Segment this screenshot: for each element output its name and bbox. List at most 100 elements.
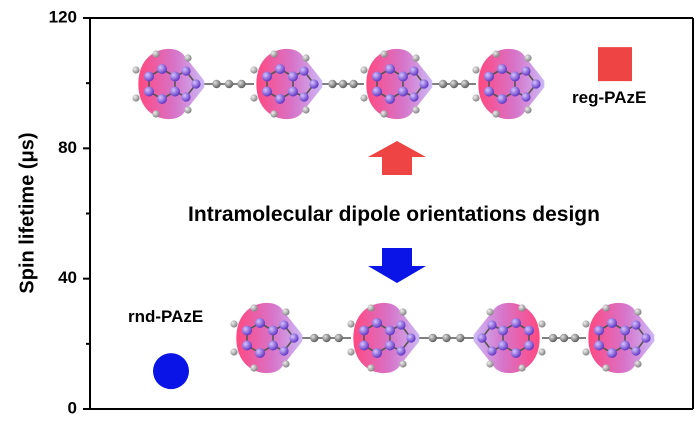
atom bbox=[267, 325, 278, 336]
atom bbox=[397, 86, 408, 97]
atom bbox=[399, 360, 407, 368]
dipole-lobe bbox=[236, 302, 303, 374]
dipole-lobe bbox=[256, 48, 323, 120]
atom bbox=[631, 320, 641, 330]
atom bbox=[518, 364, 526, 372]
atom bbox=[250, 94, 258, 102]
center-annotation: Intramolecular dipole orientations desig… bbox=[188, 203, 600, 226]
atom bbox=[191, 79, 201, 89]
atom bbox=[594, 325, 605, 336]
atom bbox=[634, 360, 642, 368]
atom bbox=[255, 318, 265, 328]
atom bbox=[309, 79, 319, 89]
atom bbox=[132, 94, 140, 102]
atom bbox=[406, 333, 416, 343]
atom bbox=[497, 94, 507, 104]
atom bbox=[477, 333, 487, 343]
atom bbox=[287, 71, 298, 82]
atom bbox=[428, 333, 437, 343]
atom bbox=[472, 94, 480, 102]
dipole-lobe bbox=[138, 48, 205, 120]
atom bbox=[359, 325, 370, 336]
atom bbox=[523, 340, 534, 351]
atom bbox=[169, 71, 180, 82]
reg-pkaze-molecule-chain bbox=[132, 48, 545, 120]
atom bbox=[242, 340, 253, 351]
atom bbox=[498, 340, 509, 351]
atom bbox=[619, 340, 630, 351]
atom bbox=[511, 318, 521, 328]
atom bbox=[538, 320, 546, 328]
atom bbox=[302, 54, 310, 62]
monomer-unit bbox=[347, 302, 420, 374]
atom bbox=[262, 86, 273, 97]
data-point-rnd-pkaze bbox=[153, 353, 189, 390]
atom bbox=[275, 94, 285, 104]
atom bbox=[607, 318, 617, 328]
atom bbox=[270, 50, 278, 58]
atom bbox=[367, 364, 375, 372]
atom bbox=[349, 79, 358, 89]
atom bbox=[619, 325, 630, 336]
atom bbox=[267, 340, 278, 351]
arrow-up bbox=[368, 141, 426, 175]
atom bbox=[380, 110, 388, 118]
atom bbox=[250, 304, 258, 312]
atom bbox=[548, 333, 558, 343]
atom bbox=[157, 94, 167, 104]
atom bbox=[299, 92, 309, 102]
dipole-lobe bbox=[353, 302, 420, 374]
atom bbox=[270, 110, 278, 118]
dipole-lobe bbox=[588, 302, 655, 374]
atom bbox=[347, 348, 355, 356]
atom bbox=[641, 333, 651, 343]
atom bbox=[279, 346, 289, 356]
monomer-unit bbox=[132, 48, 205, 120]
atom bbox=[492, 50, 500, 58]
atom bbox=[397, 71, 408, 82]
atom bbox=[511, 348, 521, 358]
atom bbox=[224, 79, 234, 89]
atom bbox=[497, 64, 507, 74]
atom bbox=[322, 333, 331, 343]
atom bbox=[367, 304, 375, 312]
atom bbox=[282, 360, 290, 368]
atom bbox=[602, 304, 610, 312]
atom bbox=[347, 320, 355, 328]
atom bbox=[255, 348, 265, 358]
atom bbox=[442, 333, 451, 343]
atom bbox=[524, 54, 532, 62]
y-tick-label: 0 bbox=[68, 398, 77, 417]
monomer-unit bbox=[473, 302, 546, 374]
atom bbox=[169, 86, 180, 97]
atom bbox=[287, 86, 298, 97]
y-tick-label: 40 bbox=[58, 268, 77, 287]
series-label-reg-pkaze: reg-PAzE bbox=[572, 88, 646, 107]
atom bbox=[384, 325, 395, 336]
atom bbox=[460, 79, 470, 89]
atom bbox=[492, 110, 500, 118]
atom bbox=[538, 348, 546, 356]
series-label-rnd-pkaze: rnd-PAzE bbox=[128, 307, 203, 326]
atom bbox=[212, 79, 221, 89]
atom bbox=[570, 333, 580, 343]
atom bbox=[509, 71, 520, 82]
atom bbox=[449, 79, 459, 89]
dipole-lobe bbox=[478, 48, 545, 120]
y-tick-label: 80 bbox=[58, 138, 77, 157]
atom bbox=[607, 348, 617, 358]
atom bbox=[372, 86, 383, 97]
atom bbox=[250, 364, 258, 372]
atom bbox=[384, 340, 395, 351]
atom bbox=[380, 50, 388, 58]
atom bbox=[412, 106, 420, 114]
atom bbox=[359, 340, 370, 351]
atom bbox=[242, 325, 253, 336]
atom bbox=[399, 308, 407, 316]
monomer-unit bbox=[582, 302, 655, 374]
monomer-unit bbox=[472, 48, 545, 120]
atom bbox=[486, 360, 494, 368]
atom bbox=[631, 346, 641, 356]
atom bbox=[328, 79, 337, 89]
